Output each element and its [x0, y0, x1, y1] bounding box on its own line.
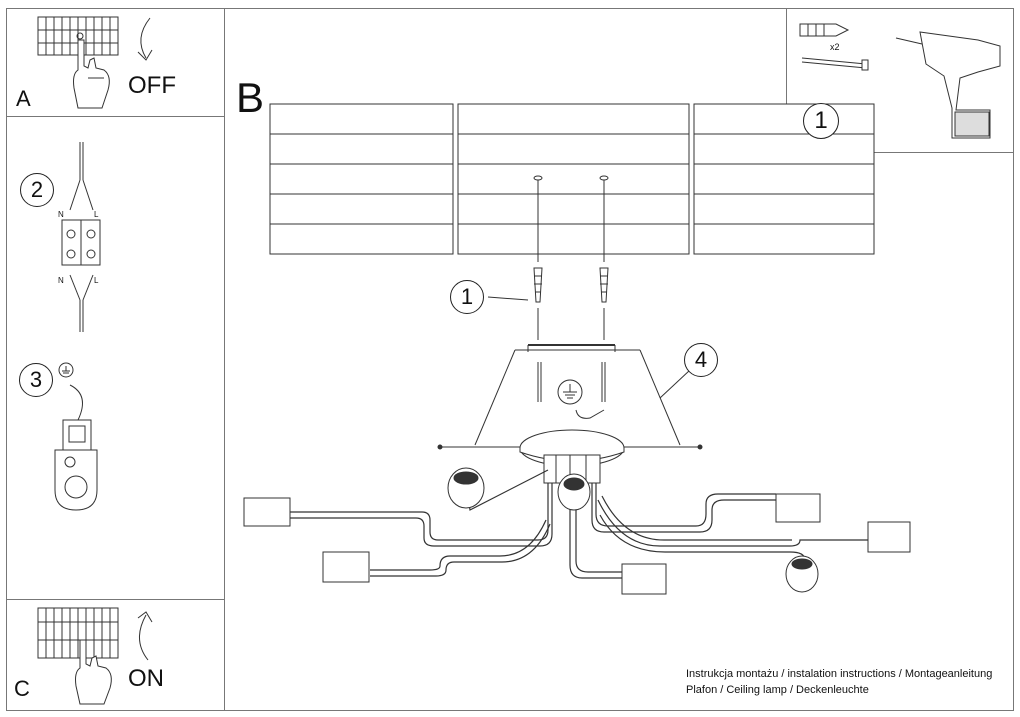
wire-n-top: N: [58, 210, 64, 219]
breaker-box-icon-c: [37, 607, 119, 659]
panel-a-off-text: OFF: [128, 72, 176, 99]
wire-connector-icon: [61, 142, 101, 332]
lamp-shades: [243, 467, 911, 595]
wall-plug-icon: [799, 23, 850, 37]
step-1-tools-number: 1: [803, 103, 839, 139]
step-3-number: 3: [19, 363, 53, 397]
step-2-number: 2: [20, 173, 54, 207]
ground-symbol-icon: [557, 379, 583, 405]
wire-l-bottom: L: [94, 276, 99, 285]
wire-n-bottom: N: [58, 276, 64, 285]
breaker-box-icon-a: [37, 16, 119, 56]
hand-icon-a: [73, 39, 110, 109]
lamp-arms: [290, 469, 870, 579]
panel-a-label: A: [16, 86, 31, 111]
wall-plug-icon-left: [533, 267, 543, 303]
tools-multiplier: x2: [830, 42, 840, 52]
drill-icon: [895, 31, 1001, 139]
step-1-plug-number: 1: [450, 280, 484, 314]
up-arrow-icon: [139, 614, 149, 661]
ground-terminal-icon: [54, 362, 98, 511]
lamp-canopy: [519, 429, 625, 484]
footer-product-line: Plafon / Ceiling lamp / Deckenleuchte: [686, 684, 869, 696]
left-column-frame: [6, 8, 225, 711]
panel-c-on-text: ON: [128, 665, 164, 692]
screws-down: [537, 362, 606, 402]
down-arrow-icon: [140, 17, 151, 59]
screw-icon: [801, 57, 869, 71]
step-4-number: 4: [684, 343, 718, 377]
footer-instructions-line: Instrukcja montażu / instalation instruc…: [686, 668, 993, 680]
panel-c-label: C: [14, 676, 30, 701]
wall-plug-icon-right: [599, 267, 609, 303]
wire-l-top: L: [94, 210, 99, 219]
mounting-guides: [533, 175, 609, 340]
ceiling-boards: [269, 103, 875, 255]
hand-icon-c: [75, 639, 112, 705]
panel-b-label: B: [236, 74, 265, 121]
